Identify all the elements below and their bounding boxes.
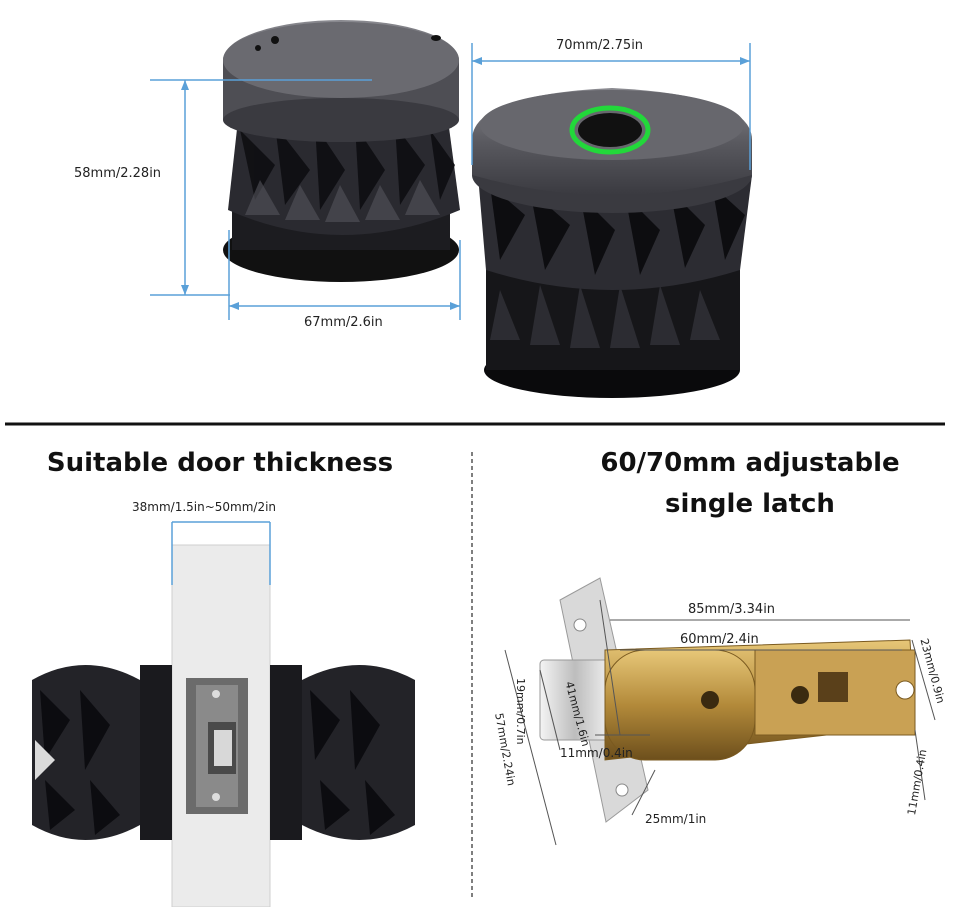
- latch-dimension-lines: [504, 599, 936, 846]
- height-dimension-label: 58mm/2.28in: [74, 166, 162, 181]
- door-thickness-label: 38mm/1.5in~50mm/2in: [132, 500, 277, 514]
- latch-width-11a-label: 11mm/0.4in: [560, 746, 633, 760]
- latch-section-title-line1: 60/70mm adjustable: [600, 448, 900, 478]
- latch-height-19-label: 19mm/0.7in: [514, 678, 527, 745]
- top-dimension-lines: [150, 43, 751, 320]
- top-width-dimension-label: 70mm/2.75in: [556, 38, 644, 53]
- knob-side-view: [223, 20, 460, 282]
- knob-fingerprint-view: [472, 88, 752, 398]
- door-dimension-lines: [171, 521, 271, 585]
- latch-length-60-label: 60mm/2.4in: [680, 632, 759, 647]
- latch-length-85-label: 85mm/3.34in: [688, 602, 776, 617]
- latch-illustration: [539, 577, 916, 823]
- latch-width-25-label: 25mm/1in: [645, 812, 707, 826]
- fingerprint-ring-icon: [569, 105, 651, 155]
- base-width-dimension-label: 67mm/2.6in: [304, 315, 383, 330]
- latch-section-title-line2: single latch: [665, 489, 835, 519]
- door-illustration: [32, 544, 415, 907]
- door-section-title: Suitable door thickness: [46, 448, 394, 478]
